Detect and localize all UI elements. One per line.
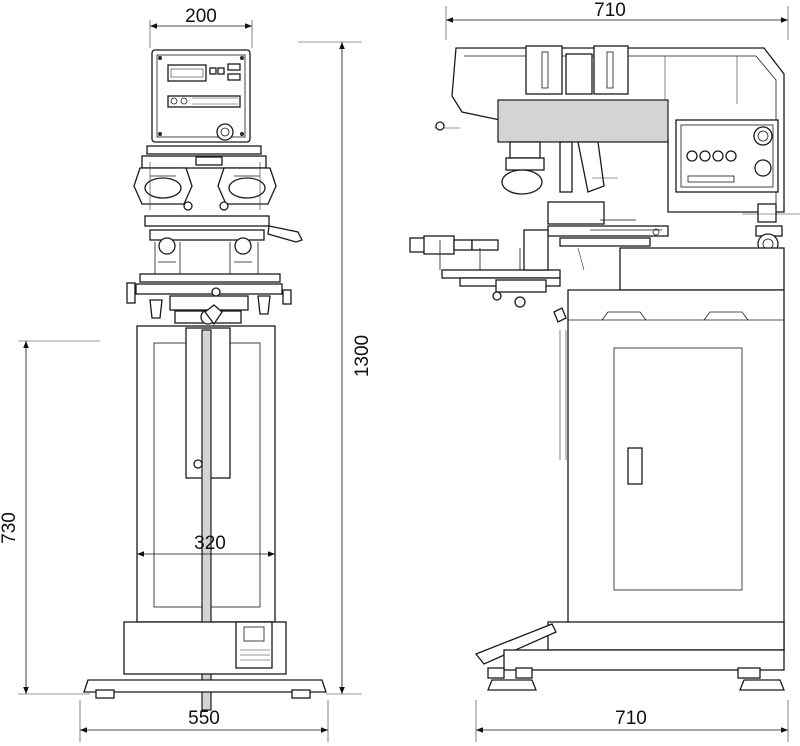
side-control-panel (675, 119, 779, 193)
side-cabinet (474, 247, 785, 691)
dim-side-base-width: 710 (615, 708, 647, 729)
side-table (409, 229, 567, 323)
pad-holder (501, 141, 618, 195)
dim-lower-height: 730 (0, 512, 20, 544)
dimension-lines (18, 6, 789, 742)
plate-assembly (139, 215, 303, 283)
slide-block (497, 99, 669, 143)
dim-machine-height: 1300 (352, 335, 373, 377)
dim-cabinet-width: 320 (194, 533, 226, 554)
dim-side-top-width: 710 (594, 0, 626, 21)
work-table (126, 282, 292, 326)
plate-carriage (547, 201, 669, 271)
control-panel (151, 49, 251, 143)
pad-heads (133, 145, 277, 211)
dimension-labels: 200 710 1300 730 320 550 710 (0, 0, 647, 729)
side-view (409, 45, 800, 691)
front-view (83, 49, 327, 711)
dim-front-base-width: 550 (188, 708, 220, 729)
dim-control-box-width: 200 (185, 6, 217, 27)
front-cabinet (83, 325, 327, 711)
